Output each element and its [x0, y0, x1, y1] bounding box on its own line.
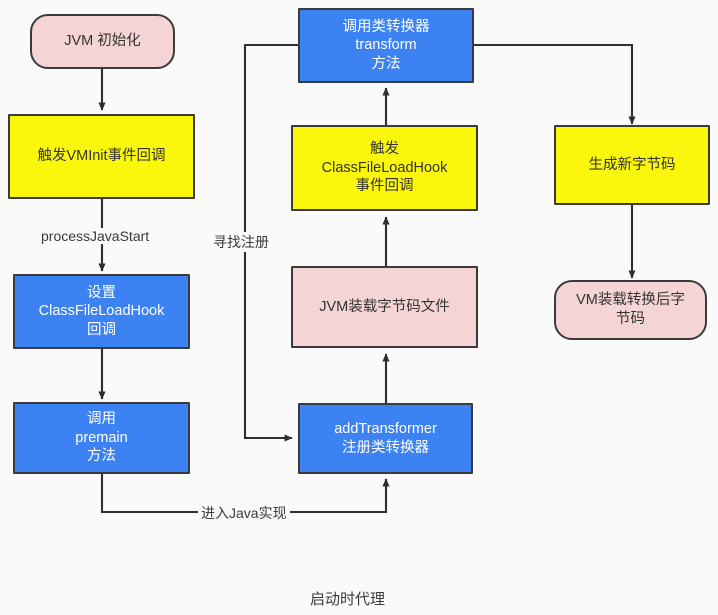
edge-label-enter-java-impl: 进入Java实现: [198, 503, 290, 523]
node-set-classfileloadhook-callback[interactable]: 设置 ClassFileLoadHook 回调: [13, 274, 190, 349]
edge-label-process-java-start: processJavaStart: [38, 228, 153, 244]
node-jvm-init[interactable]: JVM 初始化: [30, 14, 175, 69]
edge-label-find-register: 寻找注册: [210, 232, 272, 252]
node-vminit-callback[interactable]: 触发VMInit事件回调: [8, 114, 195, 199]
node-vm-load-transformed-bytecode[interactable]: VM装载转换后字 节码: [554, 280, 707, 340]
node-generate-new-bytecode[interactable]: 生成新字节码: [554, 125, 710, 205]
node-call-transform[interactable]: 调用类转换器 transform 方法: [298, 8, 474, 83]
node-jvm-load-bytecode[interactable]: JVM装载字节码文件: [291, 266, 478, 348]
node-call-premain[interactable]: 调用 premain 方法: [13, 402, 190, 474]
diagram-caption: 启动时代理: [310, 591, 386, 608]
edge-call-transform-to-generate-bytecode: [474, 43, 636, 125]
node-add-transformer[interactable]: addTransformer 注册类转换器: [298, 403, 473, 474]
node-trigger-classfileloadhook-event[interactable]: 触发 ClassFileLoadHook 事件回调: [291, 125, 478, 211]
